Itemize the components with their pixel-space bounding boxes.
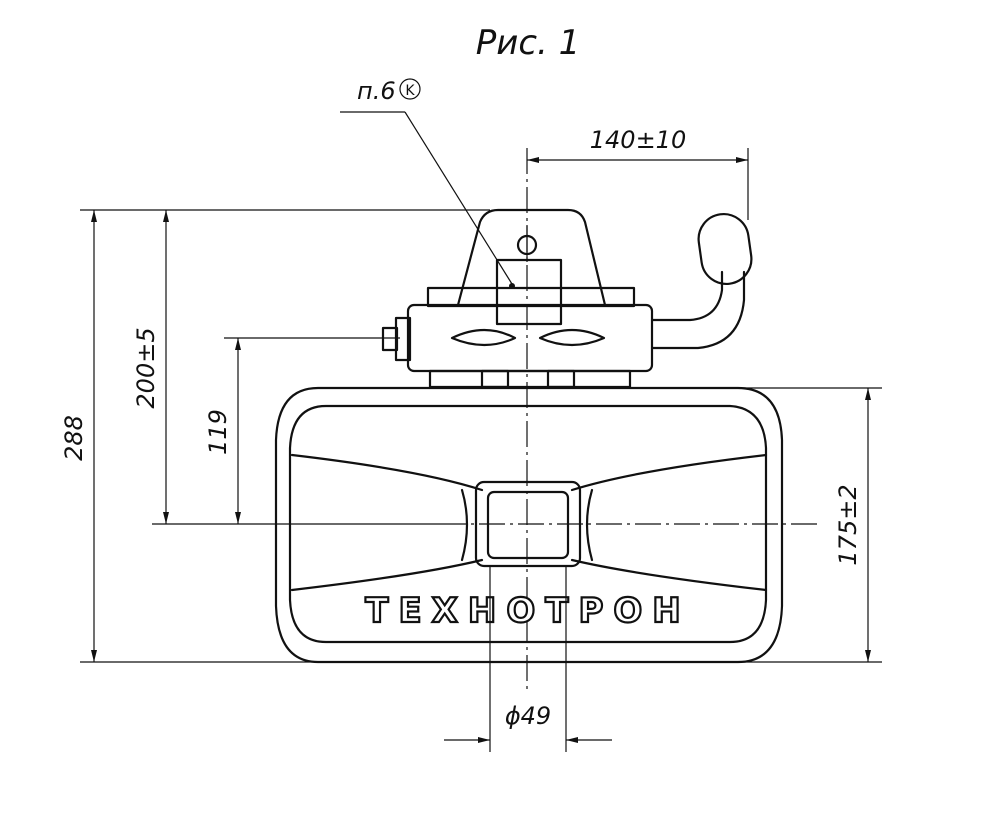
callout-leader [404, 111, 513, 285]
base-body: ТЕХНОТРОН [274, 386, 784, 664]
callout-mark: K [405, 83, 415, 99]
dim-diameter-label: ϕ49 [505, 702, 551, 730]
dim-overall-height-label: 288 [60, 415, 88, 461]
dim-height-175-label: 175±2 [834, 484, 862, 565]
coupling-head [381, 208, 654, 389]
dimension-diameter: ϕ49 [444, 566, 612, 752]
callout: п.6 K [340, 77, 513, 285]
callout-label: п.6 [357, 77, 396, 105]
dim-width-top-label: 140±10 [590, 126, 686, 154]
dimension-width-top: 140±10 [527, 126, 749, 220]
dimension-height-119: 119 [204, 337, 400, 524]
dimension-overall-height: 288 [60, 209, 490, 663]
dim-height-119-label: 119 [204, 409, 232, 455]
dim-height-200-label: 200±5 [132, 327, 160, 408]
callout-mark-circle [399, 78, 421, 100]
figure-title: Рис. 1 [476, 23, 581, 63]
dimension-height-175: 175±2 [738, 387, 882, 663]
lever-handle [650, 212, 753, 350]
dimension-height-200: 200±5 [132, 210, 440, 525]
brand-logo: ТЕХНОТРОН [365, 591, 690, 631]
